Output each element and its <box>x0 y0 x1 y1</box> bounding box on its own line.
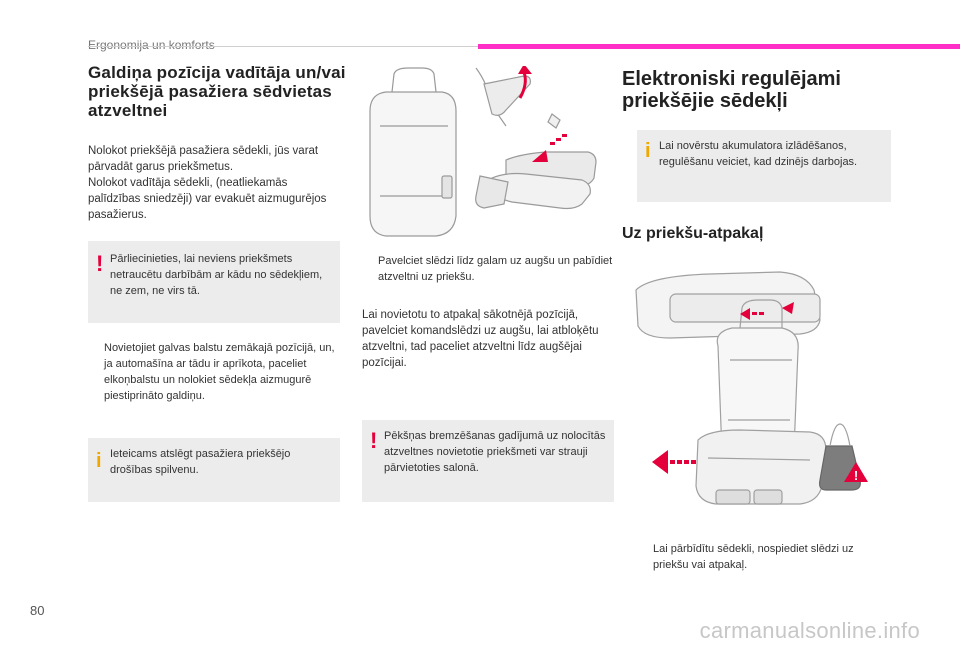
info-note: i Ieteicams atslēgt pasažiera priekšējo … <box>88 438 340 502</box>
intro-paragraph: Nolokot priekšējā pasažiera sēdekli, jūs… <box>88 145 327 221</box>
warning-text: Pārliecinieties, lai neviens priekšmets … <box>110 253 323 297</box>
step-text: Lai pārbīdītu sēdekli, nospiediet slēdzi… <box>653 543 854 571</box>
step-text: Novietojiet galvas balstu zemākajā pozīc… <box>104 342 335 402</box>
electric-seat-illustration: ! <box>630 250 892 522</box>
electric-seat-drawing: ! <box>635 271 868 505</box>
section-title: Ergonomija un komforts <box>88 38 215 52</box>
heading-table-position: Galdiņa pozīcija vadītāja un/vai priekšē… <box>88 63 346 120</box>
info-icon: i <box>645 140 651 162</box>
info-icon: i <box>96 450 102 472</box>
header-accent-bar <box>478 44 960 49</box>
warning-note-braking: ! Pēkšņas bremzēšanas gadījumā uz nolocī… <box>362 420 614 502</box>
restore-paragraph: Lai novietotu to atpakaļ sākotnējā pozīc… <box>362 309 599 369</box>
page-number: 80 <box>30 603 45 618</box>
info-text: Ieteicams atslēgt pasažiera priekšējo dr… <box>110 448 291 476</box>
heading-electric-seats: Elektroniski regulējami priekšējie sēdek… <box>622 68 841 112</box>
subheading-forward-back: Uz priekšu-atpakaļ <box>622 225 764 242</box>
step-text: Pavelciet slēdzi līdz galam uz augšu un … <box>378 255 613 283</box>
step-press-switch: Lai pārbīdītu sēdekli, nospiediet slēdzi… <box>637 541 891 577</box>
info-text: Lai novērstu akumulatora izlādēšanos, re… <box>659 140 858 168</box>
warning-icon: ! <box>96 251 104 276</box>
seat-fold-drawing <box>369 64 597 237</box>
step-pull-lever: Pavelciet slēdzi līdz galam uz augšu un … <box>362 253 614 289</box>
warning-note: ! Pārliecinieties, lai neviens priekšmet… <box>88 241 340 323</box>
step-headrest: Novietojiet galvas balstu zemākajā pozīc… <box>88 340 340 410</box>
watermark: carmanualsonline.info <box>699 618 920 643</box>
seat-fold-illustration <box>356 64 618 244</box>
warning-icon: ! <box>370 428 378 453</box>
warning-text: Pēkšņas bremzēšanas gadījumā uz nolocītā… <box>384 430 606 474</box>
warning-triangle-icon: ! <box>854 468 858 483</box>
info-note-battery: i Lai novērstu akumulatora izlādēšanos, … <box>637 130 891 202</box>
